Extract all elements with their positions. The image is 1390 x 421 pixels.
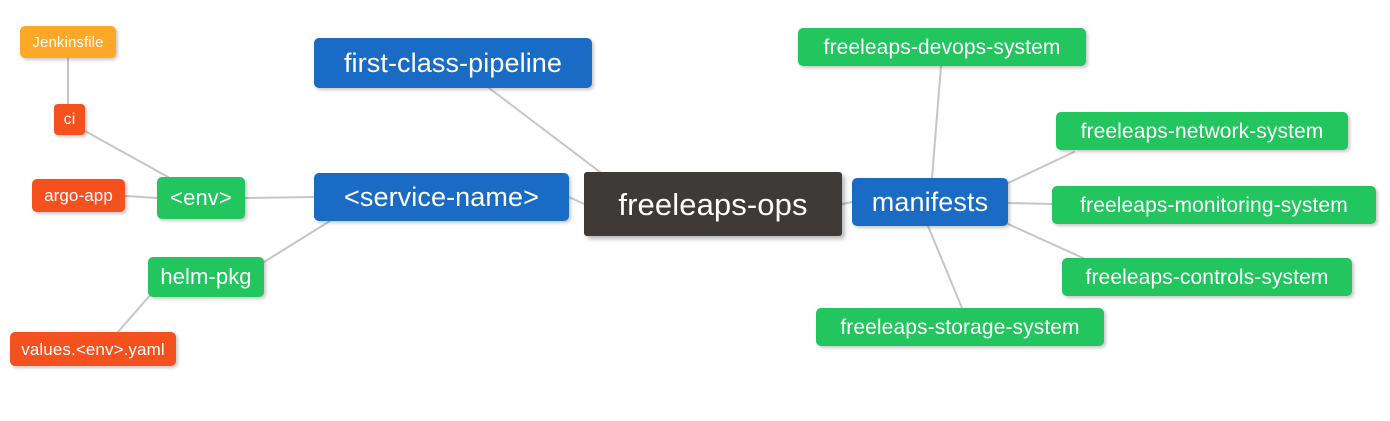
node-label-service-name: <service-name>: [344, 181, 539, 212]
node-label-freeleaps-devops-system: freeleaps-devops-system: [823, 35, 1061, 59]
edge-manifests-to-freeleaps-controls-system: [1007, 223, 1084, 259]
edge-manifests-to-freeleaps-monitoring-system: [1007, 202, 1053, 205]
edge-freeleaps-ops-to-service-name: [568, 196, 585, 205]
edge-manifests-to-freeleaps-network-system: [1007, 151, 1075, 184]
node-label-env: <env>: [170, 185, 232, 210]
node-freeleaps-monitoring-system[interactable]: freeleaps-monitoring-system: [1052, 186, 1376, 224]
edge-service-name-to-helm-pkg: [263, 220, 331, 263]
node-label-freeleaps-monitoring-system: freeleaps-monitoring-system: [1080, 193, 1348, 217]
node-label-freeleaps-ops: freeleaps-ops: [618, 186, 808, 222]
node-label-values-env-yaml: values.<env>.yaml: [21, 339, 165, 359]
edge-service-name-to-env: [244, 196, 315, 199]
edge-helm-pkg-to-values-env-yaml: [117, 292, 153, 333]
node-env[interactable]: <env>: [157, 177, 245, 219]
node-freeleaps-devops-system[interactable]: freeleaps-devops-system: [798, 28, 1086, 66]
node-ci[interactable]: ci: [54, 104, 85, 135]
node-freeleaps-ops[interactable]: freeleaps-ops: [584, 172, 842, 236]
node-jenkinsfile[interactable]: Jenkinsfile: [20, 26, 116, 58]
edge-manifests-to-freeleaps-devops-system: [931, 65, 942, 179]
node-freeleaps-network-system[interactable]: freeleaps-network-system: [1056, 112, 1348, 150]
node-label-freeleaps-controls-system: freeleaps-controls-system: [1085, 265, 1329, 289]
node-label-jenkinsfile: Jenkinsfile: [32, 33, 104, 51]
node-first-class-pipeline[interactable]: first-class-pipeline: [314, 38, 592, 88]
edge-manifests-to-freeleaps-storage-system: [927, 225, 963, 309]
node-label-argo-app: argo-app: [44, 186, 113, 205]
edge-env-to-argo-app: [124, 195, 158, 199]
node-manifests[interactable]: manifests: [852, 178, 1008, 226]
node-freeleaps-storage-system[interactable]: freeleaps-storage-system: [816, 308, 1104, 346]
node-service-name[interactable]: <service-name>: [314, 173, 569, 221]
node-helm-pkg[interactable]: helm-pkg: [148, 257, 264, 297]
edge-env-to-ci: [84, 130, 169, 178]
node-label-freeleaps-network-system: freeleaps-network-system: [1080, 119, 1324, 143]
edge-freeleaps-ops-to-first-class-pipeline: [488, 87, 601, 173]
node-label-ci: ci: [63, 110, 76, 128]
node-values-env-yaml[interactable]: values.<env>.yaml: [10, 332, 176, 366]
node-label-helm-pkg: helm-pkg: [160, 264, 252, 289]
node-freeleaps-controls-system[interactable]: freeleaps-controls-system: [1062, 258, 1352, 296]
node-label-manifests: manifests: [871, 186, 989, 217]
node-label-first-class-pipeline: first-class-pipeline: [343, 47, 563, 78]
node-argo-app[interactable]: argo-app: [32, 179, 125, 212]
edge-freeleaps-ops-to-manifests: [841, 201, 853, 205]
node-label-freeleaps-storage-system: freeleaps-storage-system: [840, 315, 1080, 339]
